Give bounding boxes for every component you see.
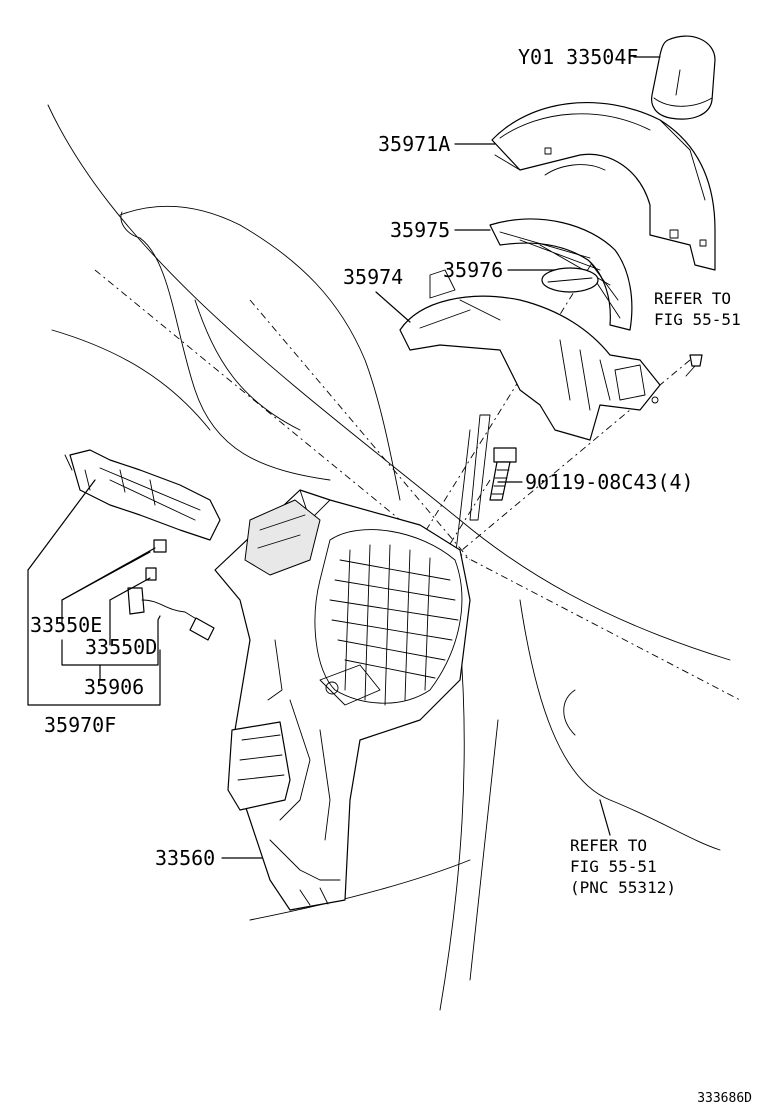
actuator-bracket (227, 639, 341, 906)
label-33550E: 33550E (30, 613, 103, 637)
clip-screw (685, 354, 703, 377)
position-indicator (541, 267, 599, 293)
upper-bezel (491, 102, 716, 271)
label-35970F: 35970F (44, 713, 117, 737)
position-housing (399, 269, 661, 441)
refer-note-bottom-line-3: (PNC 55312) (570, 878, 676, 897)
diagram-id: 333686D (697, 1091, 752, 1106)
refer-note-bottom-line-1: REFER TO (570, 836, 648, 855)
label-33550D: 33550D (85, 635, 158, 659)
bolt-90119 (489, 447, 517, 501)
label-35971A: 35971A (378, 132, 451, 156)
refer-note-top-line-2: FIG 55-51 (654, 310, 741, 329)
shift-lever-stud (454, 414, 491, 561)
leader-lines (27, 56, 661, 859)
label-35976: 35976 (443, 258, 504, 282)
refer-note-top: REFER TO FIG 55-51 (654, 288, 741, 330)
switch-harness (64, 449, 221, 541)
label-90119: 90119-08C43(4) (525, 470, 694, 494)
console-outline (47, 104, 731, 1011)
shift-base-housing (214, 489, 471, 911)
label-35975: 35975 (390, 218, 451, 242)
socket-wire-35906 (127, 587, 215, 641)
label-33560: 33560 (155, 846, 216, 870)
label-33504F: Y01 33504F (518, 45, 639, 69)
shift-knob (650, 35, 716, 120)
refer-note-bottom-line-2: FIG 55-51 (570, 857, 657, 876)
label-35906: 35906 (84, 675, 145, 699)
refer-note-bottom: REFER TO FIG 55-51 (PNC 55312) (570, 835, 676, 898)
indicator-plate (489, 218, 633, 331)
refer-note-top-line-1: REFER TO (654, 289, 732, 308)
label-35974: 35974 (343, 265, 404, 289)
indicator-bulbs (145, 539, 167, 581)
